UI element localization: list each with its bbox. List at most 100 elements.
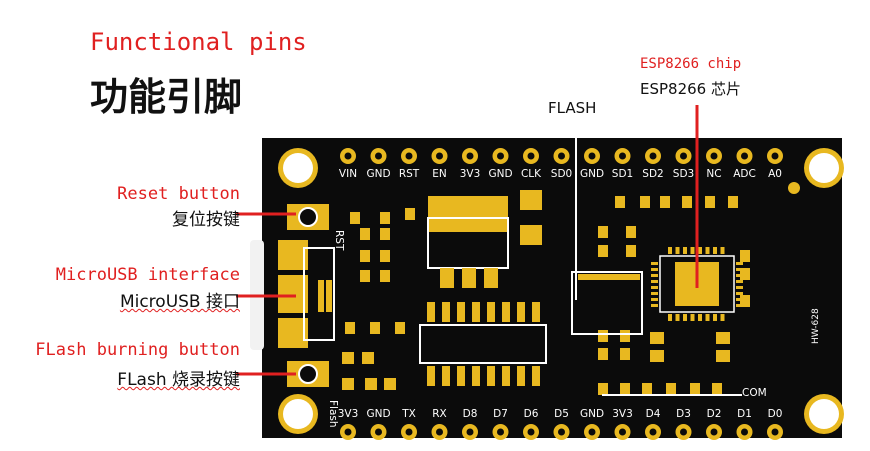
- chip-pin: [532, 302, 540, 322]
- esp-pin: [736, 280, 743, 283]
- flash-chip: [571, 271, 643, 335]
- esp-pin: [736, 262, 743, 265]
- esp-pin: [690, 314, 695, 321]
- silk-com: COM: [742, 387, 767, 399]
- chip-pin: [442, 366, 450, 386]
- esp-pin: [651, 268, 658, 271]
- top-pin-label-15: A0: [768, 168, 782, 180]
- top-pin-header: [340, 148, 783, 164]
- pin-hole: [741, 428, 748, 436]
- pin-hole: [771, 428, 779, 436]
- pin-hole: [680, 152, 687, 160]
- mounting-holes: [278, 148, 844, 434]
- silk-rst: RST: [333, 230, 345, 251]
- bottom-pin-label-2: GND: [366, 408, 390, 420]
- pin-hole: [466, 428, 474, 436]
- bottom-pin-label-5: D8: [463, 408, 478, 420]
- esp-pin: [736, 274, 743, 277]
- pin-hole: [375, 152, 382, 160]
- pin-hole: [710, 428, 718, 436]
- chip-pin: [517, 366, 525, 386]
- passive-components: [342, 190, 750, 395]
- bottom-pin-header: [340, 424, 783, 440]
- top-pin-label-11: SD2: [642, 168, 663, 180]
- chip-pin: [442, 302, 450, 322]
- reset-label-cn: 复位按键: [172, 210, 240, 230]
- bottom-pin-label-4: RX: [432, 408, 447, 420]
- pin-hole: [558, 428, 565, 436]
- flash-button-label-en: FLash burning button: [35, 340, 240, 360]
- flash-chip-label: FLASH: [548, 99, 597, 117]
- pin-hole: [588, 152, 596, 160]
- chip-pin: [502, 302, 510, 322]
- esp-pin: [720, 247, 725, 254]
- pin-hole: [497, 428, 504, 436]
- bottom-pin-label-8: D5: [554, 408, 569, 420]
- microusb-connector: [278, 240, 335, 348]
- esp-pin: [720, 314, 725, 321]
- bottom-pin-label-9: GND: [580, 408, 604, 420]
- esp-pin: [698, 247, 702, 254]
- pin-hole: [741, 152, 748, 160]
- pin-hole: [436, 428, 443, 436]
- top-pin-label-13: NC: [706, 168, 721, 180]
- esp-pin: [651, 274, 658, 277]
- pin-hole: [588, 428, 596, 436]
- chip-pin: [487, 302, 495, 322]
- esp-pin: [705, 314, 710, 321]
- chip-pin: [517, 302, 525, 322]
- pin-hole: [466, 152, 474, 160]
- bottom-pin-label-13: D2: [707, 408, 722, 420]
- flash-button-label-cn: FLash 烧录按键: [117, 370, 240, 390]
- title-english: Functional pins: [90, 28, 307, 56]
- top-pin-label-6: GND: [488, 168, 512, 180]
- esp-pin: [675, 247, 680, 254]
- pin-hole: [771, 152, 779, 160]
- esp-pin: [736, 292, 743, 295]
- reset-button-part: [287, 204, 329, 230]
- silk-flash: Flash: [327, 400, 339, 428]
- chip-pin: [427, 302, 435, 322]
- pin-hole: [344, 152, 352, 160]
- esp-pin: [713, 314, 717, 321]
- esp-pin: [651, 280, 658, 283]
- esp-pin: [736, 286, 743, 289]
- esp-pin: [668, 314, 672, 321]
- esp-pin: [675, 314, 680, 321]
- pin-hole: [405, 428, 413, 436]
- pin-hole: [649, 428, 657, 436]
- esp-pin: [651, 262, 658, 265]
- bottom-pin-label-11: D4: [646, 408, 661, 420]
- pin-hole: [558, 152, 565, 160]
- pin-hole: [680, 428, 687, 436]
- bottom-pin-label-14: D1: [737, 408, 752, 420]
- chip-pin: [457, 366, 465, 386]
- bottom-pin-label-1: 3V3: [338, 408, 359, 420]
- esp-pin: [683, 247, 687, 254]
- top-pin-label-10: SD1: [612, 168, 633, 180]
- esp-pin: [651, 292, 658, 295]
- top-pin-label-8: SD0: [551, 168, 572, 180]
- bottom-pin-label-7: D6: [524, 408, 539, 420]
- bottom-pin-label-10: 3V3: [612, 408, 633, 420]
- top-pin-label-3: RST: [399, 168, 420, 180]
- bottom-pin-label-12: D3: [676, 408, 691, 420]
- top-pin-label-12: SD3: [673, 168, 694, 180]
- esp-pin: [736, 298, 743, 301]
- esp-chip-label-en: ESP8266 chip: [640, 56, 742, 72]
- top-pin-label-5: 3V3: [460, 168, 481, 180]
- esp-pin: [705, 247, 710, 254]
- silk-line: [602, 394, 742, 396]
- chip-pin: [502, 366, 510, 386]
- top-pin-label-4: EN: [432, 168, 447, 180]
- chip-pin: [487, 366, 495, 386]
- pin-hole: [619, 428, 626, 436]
- pin-hole: [436, 152, 443, 160]
- microusb-label-cn: MicroUSB 接口: [119, 292, 240, 312]
- bottom-pin-label-15: D0: [768, 408, 783, 420]
- pin-hole: [710, 152, 718, 160]
- esp-pin: [736, 268, 743, 271]
- pin-hole: [619, 152, 626, 160]
